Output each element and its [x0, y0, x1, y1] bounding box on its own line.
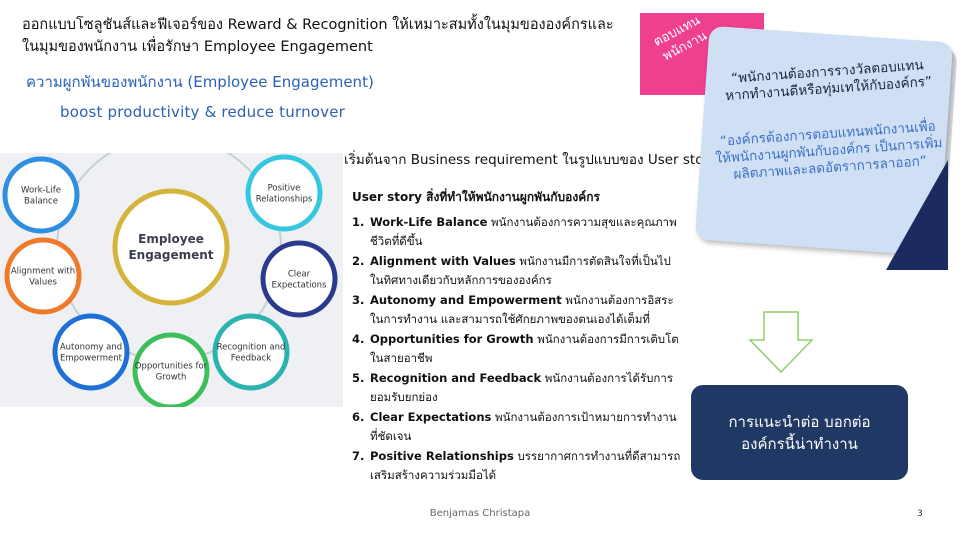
user-story-item: 1. Work-Life Balance พนักงานต้องการความสุ…: [352, 213, 682, 251]
user-story-item: 4. Opportunities for Growth พนักงานต้องกา…: [352, 330, 682, 368]
diagram-node-circle: [4, 237, 82, 315]
user-story-title: User story สิ่งที่ทำให้พนักงานผูกพันกับอ…: [352, 190, 600, 204]
subtitle-thai: ความผูกพันของพนักงาน (Employee Engagemen…: [26, 73, 374, 91]
slide-title: ออกแบบโซลูชันส์และฟีเจอร์ของ Reward & Re…: [22, 17, 614, 55]
recommendation-line-1: การแนะนำต่อ บอกต่อ: [728, 412, 871, 431]
page-number: 3: [917, 509, 923, 519]
recommendation-line-2: องค์กรนี้น่าทำงาน: [741, 434, 858, 453]
item-term: Clear Expectations: [370, 410, 492, 424]
item-description: พนักงานต้องการมีการเติบโตในสายอาชีพ: [370, 332, 679, 365]
down-arrow-icon: [748, 311, 814, 374]
item-term: Recognition and Feedback: [370, 371, 542, 385]
item-term: Opportunities for Growth: [370, 332, 534, 346]
subtitle-english: boost productivity & reduce turnover: [60, 103, 346, 121]
diagram-node-circle: [245, 154, 323, 232]
item-term: Positive Relationships: [370, 449, 514, 463]
user-story-item: 7. Positive Relationships บรรยากาศการทำงา…: [352, 447, 682, 485]
user-story-list: 1. Work-Life Balance พนักงานต้องการความสุ…: [352, 213, 682, 486]
item-description: พนักงานมีการตัดสินใจที่เป็นไปในทิศทางเดี…: [370, 254, 671, 287]
diagram-node-circle: [2, 156, 80, 234]
item-description: พนักงานต้องการความสุขและคุณภาพชีวิตที่ดี…: [370, 215, 677, 248]
item-number: 7.: [352, 449, 365, 463]
user-story-item: 5. Recognition and Feedback พนักงานต้องกา…: [352, 369, 682, 407]
item-body: Opportunities for Growth พนักงานต้องการม…: [370, 330, 682, 368]
intro-text: เริ่มต้นจาก Business requirement ในรูปแบ…: [344, 152, 718, 168]
item-body: Recognition and Feedback พนักงานต้องการไ…: [370, 369, 682, 407]
item-body: Alignment with Values พนักงานมีการตัดสิน…: [370, 252, 682, 290]
item-body: Work-Life Balance พนักงานต้องการความสุขแ…: [370, 213, 682, 251]
item-number: 4.: [352, 332, 365, 346]
recommendation-box: การแนะนำต่อ บอกต่อ องค์กรนี้น่าทำงาน: [691, 385, 908, 480]
item-description: พนักงานต้องการเป้าหมายการทำงานที่ชัดเจน: [370, 410, 677, 443]
item-term: Work-Life Balance: [370, 215, 488, 229]
item-number: 5.: [352, 371, 365, 385]
diagram-node-circle: [212, 313, 290, 391]
user-story-item: 2. Alignment with Values พนักงานมีการตัดส…: [352, 252, 682, 290]
quote-card-fold: [886, 160, 948, 270]
center-circle: [112, 188, 230, 306]
user-story-item: 3. Autonomy and Empowerment พนักงานต้องกา…: [352, 291, 682, 329]
diagram-node-circle: [260, 240, 338, 318]
item-body: Autonomy and Empowerment พนักงานต้องการอ…: [370, 291, 682, 329]
item-number: 1.: [352, 215, 365, 229]
item-description: บรรยากาศการทำงานที่ดีสามารถเสริมสร้างควา…: [370, 449, 681, 482]
diagram-node-circle: [52, 313, 130, 391]
item-body: Clear Expectations พนักงานต้องการเป้าหมา…: [370, 408, 682, 446]
item-number: 6.: [352, 410, 365, 424]
item-description: พนักงานต้องการได้รับการยอมรับยกย่อง: [370, 371, 674, 404]
item-description: พนักงานต้องการอิสระในการทำงาน และสามารถใ…: [370, 293, 674, 326]
item-body: Positive Relationships บรรยากาศการทำงานท…: [370, 447, 682, 485]
item-term: Autonomy and Empowerment: [370, 293, 562, 307]
user-story-item: 6. Clear Expectations พนักงานต้องการเป้าห…: [352, 408, 682, 446]
item-number: 3.: [352, 293, 365, 307]
item-term: Alignment with Values: [370, 254, 516, 268]
footer-author: Benjamas Christapa: [429, 508, 531, 519]
item-number: 2.: [352, 254, 365, 268]
